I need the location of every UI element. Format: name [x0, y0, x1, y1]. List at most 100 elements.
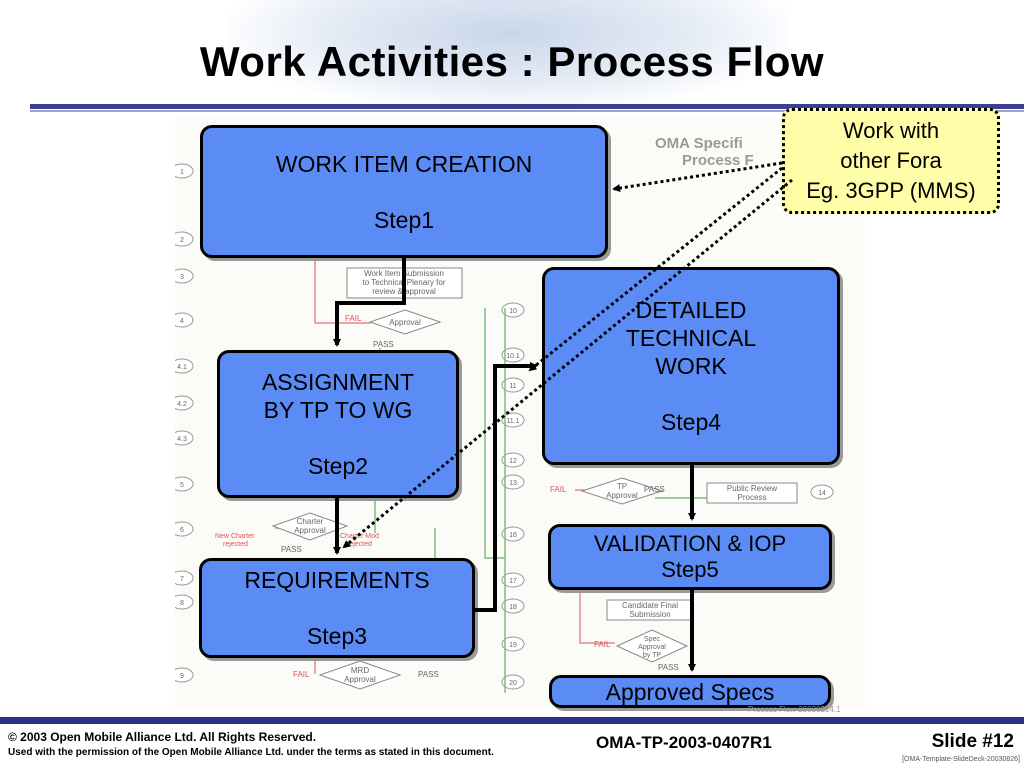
step-box-detailed-technical-work: DETAILED TECHNICAL WORK Step4	[542, 267, 840, 465]
step-box-2-line-1: ASSIGNMENT	[261, 369, 415, 395]
charter-label-1: Charter	[297, 517, 324, 526]
left-step-marker-label: 7	[180, 576, 184, 583]
step-box-5-step: Step5	[661, 557, 719, 582]
pass-label-4: PASS	[644, 485, 665, 494]
pass-label-3: PASS	[418, 670, 439, 679]
footer-template-id: [OMA-Template-SlideDeck-20030826]	[902, 756, 1020, 763]
left-step-marker-label: 4.1	[177, 364, 187, 371]
mrd-label-1: MRD	[351, 666, 369, 675]
step-box-1-title: WORK ITEM CREATION	[275, 150, 533, 177]
step-marker-14-label: 14	[818, 490, 826, 497]
right-step-marker	[501, 674, 525, 690]
callout-line-3: Eg. 3GPP (MMS)	[806, 178, 976, 203]
step-box-assignment: ASSIGNMENT BY TP TO WG Step2	[217, 350, 459, 498]
step-box-2-line-2: BY TP TO WG	[263, 397, 413, 423]
step-box-approved-specs: Approved Specs	[549, 675, 831, 708]
left-step-marker	[175, 476, 194, 492]
left-step-marker	[175, 358, 194, 374]
fail-path-spec	[579, 588, 615, 644]
fail-label-1: FAIL	[345, 314, 362, 323]
right-step-marker-label: 13	[509, 480, 517, 487]
callout-line-2: other Fora	[840, 148, 942, 173]
left-step-marker-label: 4	[180, 318, 184, 325]
charter-label-2: Approval	[294, 526, 326, 535]
right-step-marker-label: 18	[509, 604, 517, 611]
pass-label-1: PASS	[373, 340, 394, 349]
step-box-4-line-3: WORK	[655, 353, 727, 379]
new-charter-line-2: rejected	[223, 541, 248, 548]
flow-version-footnote: Process Flow 20030214.1	[748, 705, 841, 714]
left-step-marker-label: 3	[180, 274, 184, 281]
mrd-diamond	[318, 660, 402, 690]
pass-label-5: PASS	[658, 663, 679, 672]
right-step-marker-label: 19	[509, 642, 517, 649]
right-step-marker-label: 17	[509, 578, 517, 585]
right-step-marker-label: 16	[509, 532, 517, 539]
step-box-2-step: Step2	[307, 453, 369, 479]
step-marker-14	[810, 484, 834, 500]
candidate-final-line-1: Candidate Final	[622, 601, 678, 610]
spec-label-1: Spec	[644, 636, 660, 643]
fail-label-2: FAIL	[293, 670, 310, 679]
title-divider	[30, 104, 1024, 109]
charter-mod-line-1: Charter Mod	[340, 533, 379, 540]
new-charter-line-1: New Charter	[215, 533, 255, 540]
public-review-line-1: Public Review	[727, 484, 777, 493]
spec-diamond	[615, 629, 689, 663]
left-step-marker	[175, 395, 194, 411]
step-box-6-title: Approved Specs	[605, 678, 775, 705]
step-box-requirements: REQUIREMENTS Step3	[199, 558, 475, 658]
title-background-glow	[230, 0, 790, 110]
right-step-marker-label: 11	[509, 383, 516, 390]
step-box-5-title: VALIDATION & IOP	[593, 531, 787, 556]
left-step-marker-label: 4.3	[177, 436, 187, 443]
left-step-marker	[175, 231, 194, 247]
left-step-marker-label: 2	[180, 237, 184, 244]
wi-submission-line-2: to Technical Plenary for	[362, 278, 445, 287]
step-box-3-step: Step3	[306, 623, 368, 649]
footer-rule	[0, 717, 1024, 724]
left-step-marker-label: 1	[180, 169, 184, 176]
pass-label-2: PASS	[281, 545, 302, 554]
left-step-marker	[175, 667, 194, 683]
charter-mod-line-2: rejected	[347, 541, 372, 548]
left-step-marker	[175, 312, 194, 328]
spec-label-3: by TP	[643, 652, 661, 659]
left-step-marker	[175, 163, 194, 179]
step-box-1-step: Step1	[373, 206, 435, 233]
tp-label-1: TP	[617, 482, 627, 491]
title-divider-thin	[30, 110, 1024, 112]
right-step-marker-label: 20	[509, 680, 517, 687]
step-box-work-item-creation: WORK ITEM CREATION Step1	[200, 125, 608, 258]
right-step-marker	[501, 636, 525, 652]
approval-label: Approval	[389, 318, 421, 327]
left-step-marker-label: 6	[180, 527, 184, 534]
left-step-marker-label: 4.2	[177, 401, 187, 408]
footer-document-id: OMA-TP-2003-0407R1	[596, 733, 772, 752]
right-step-marker-label: 11.1	[506, 418, 519, 425]
footer-permission: Used with the permission of the Open Mob…	[8, 747, 494, 758]
wi-submission-line-1: Work Item Submission	[364, 269, 444, 278]
mrd-label-2: Approval	[344, 675, 376, 684]
charter-diamond	[271, 512, 349, 541]
left-step-marker	[175, 430, 194, 446]
callout-line-1: Work with	[842, 118, 940, 143]
footer-slide-number: Slide #12	[931, 731, 1014, 752]
left-step-marker	[175, 570, 194, 586]
flowchart-heading-2: Process F	[682, 152, 754, 169]
public-review-line-2: Process	[738, 493, 767, 502]
spec-label-2: Approval	[638, 644, 666, 651]
candidate-final-line-2: Submission	[629, 610, 670, 619]
footer-copyright: © 2003 Open Mobile Alliance Ltd. All Rig…	[8, 730, 317, 744]
left-step-marker-label: 8	[180, 600, 184, 607]
left-step-marker	[175, 521, 194, 537]
right-step-marker-label: 10	[509, 308, 517, 315]
right-step-marker-label: 12	[509, 458, 517, 465]
slide-title: Work Activities : Process Flow	[199, 38, 825, 85]
fail-label-4: FAIL	[594, 640, 611, 649]
footer	[0, 716, 1024, 768]
tp-label-2: Approval	[606, 491, 638, 500]
step-box-4-line-1: DETAILED	[635, 297, 747, 323]
right-step-marker-label: 10.1	[506, 353, 520, 360]
